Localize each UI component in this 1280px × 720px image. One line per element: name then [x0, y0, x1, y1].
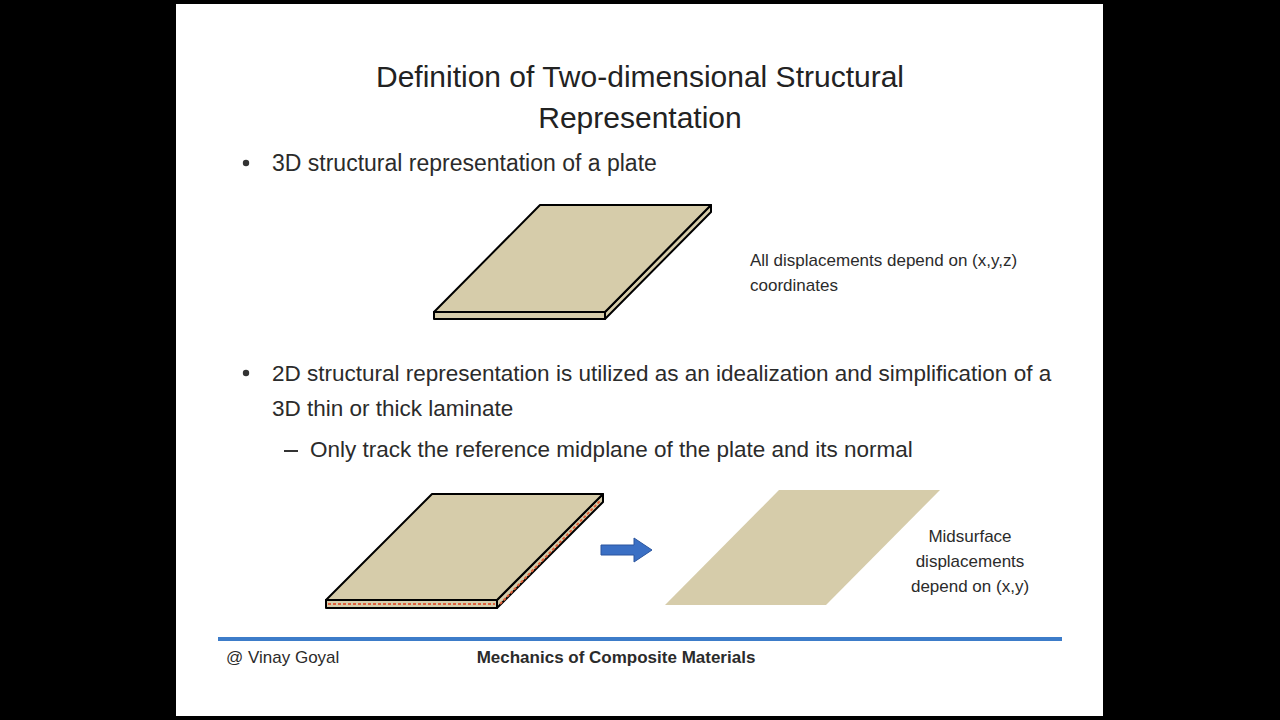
- bullet-dot: [243, 370, 249, 376]
- bullet-text: 3D structural representation of a plate: [272, 148, 972, 178]
- footer-author: @ Vinay Goyal: [226, 647, 426, 669]
- footer-rule: [218, 637, 1062, 641]
- laminate-plate: [326, 494, 603, 608]
- sub-bullet-dash: [284, 450, 298, 452]
- midsurface-plane: [665, 490, 940, 605]
- plate-note: All displacements depend on (x,y,z) coor…: [750, 248, 1020, 298]
- slide-background: [176, 4, 1103, 716]
- slide-title: Definition of Two-dimensional Structural…: [320, 56, 960, 138]
- midsurface-note: Midsurface displacements depend on (x,y): [895, 524, 1045, 599]
- sub-bullet-text: Only track the reference midplane of the…: [310, 434, 1090, 466]
- transform-arrow: [601, 538, 652, 562]
- bullet-dot: [243, 160, 249, 166]
- footer-course: Mechanics of Composite Materials: [430, 647, 802, 669]
- bullet-text: 2D structural representation is utilized…: [272, 356, 1052, 426]
- plate-3d: [434, 205, 711, 319]
